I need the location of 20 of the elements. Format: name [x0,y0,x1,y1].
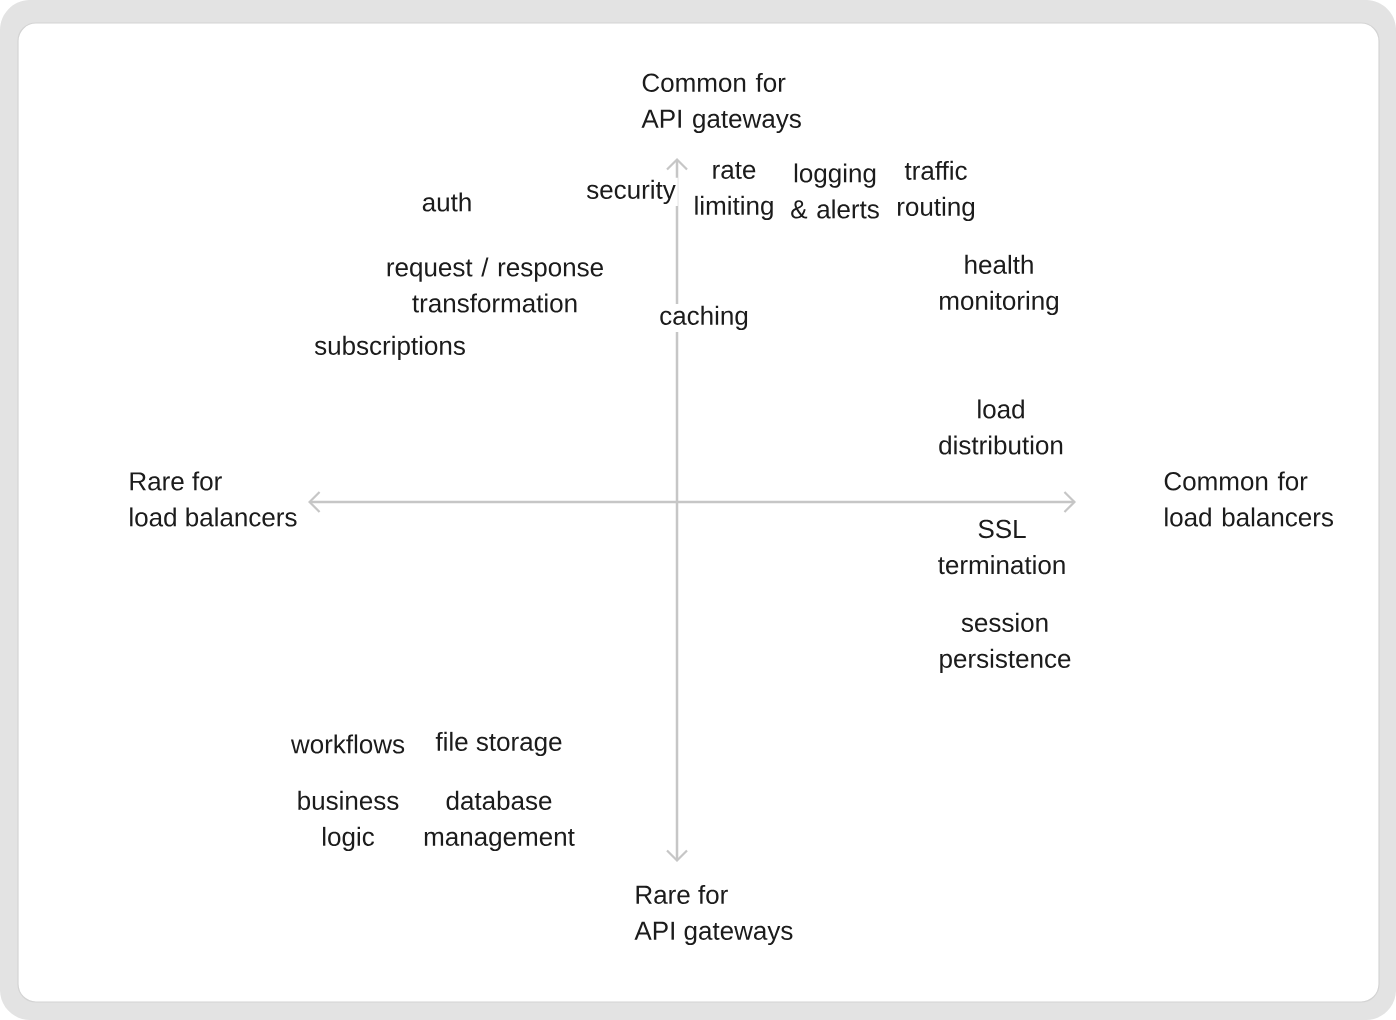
feature-label: file storage [435,731,562,757]
feature-label: business logic [298,790,399,852]
axis-label: Common for load balancers [1164,471,1333,527]
feature-label: SSL termination [938,519,1065,575]
feature-label: database management [424,790,575,852]
axis-label: Common for API gateways [641,72,801,134]
feature-label: subscriptions [314,335,465,361]
feature-label: traffic routing [898,160,975,222]
feature-label: workflows [290,734,405,754]
feature-label: health monitoring [940,254,1059,316]
feature-label: security [584,177,678,207]
axis-label: Rare for load balancers [130,471,297,527]
feature-label: auth [422,192,471,212]
feature-label: session persistence [940,612,1071,674]
feature-label: logging & alerts [791,163,879,219]
feature-label: caching [657,303,751,333]
feature-label: load distribution [939,399,1063,455]
feature-label: rate limiting [695,161,773,221]
feature-label: request / response transformation [387,257,603,313]
axis-label: Rare for API gateways [634,884,793,946]
